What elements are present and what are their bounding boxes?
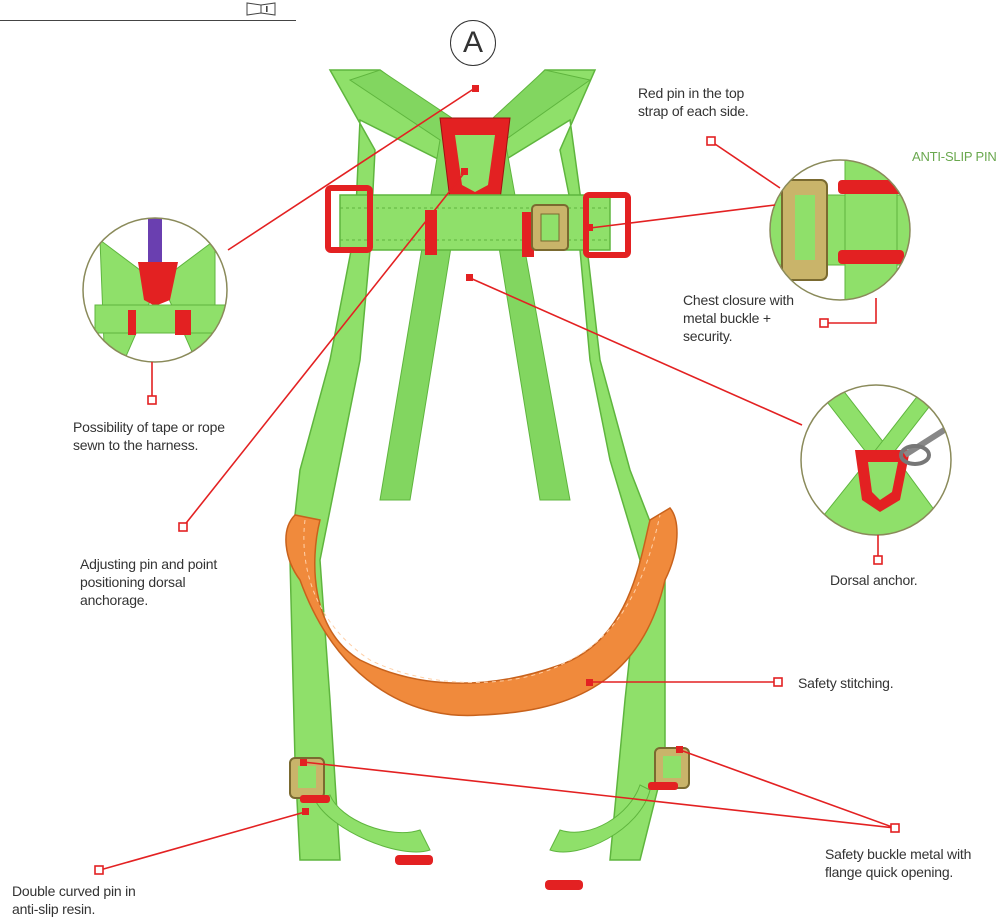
label-adjusting-pin: Adjusting pin and point positioning dors… — [80, 555, 217, 609]
label-tape-rope: Possibility of tape or rope sewn to the … — [73, 418, 225, 454]
label-double-pin: Double curved pin in anti-slip resin. — [12, 882, 136, 918]
label-chest-closure: Chest closure with metal buckle + securi… — [683, 291, 794, 345]
callout-line-chest — [590, 205, 775, 228]
orange-belt — [286, 508, 677, 716]
callout-line-red-pin — [712, 142, 780, 188]
detail-circle-dorsal — [800, 380, 960, 545]
label-safety-buckle: Safety buckle metal with flange quick op… — [825, 845, 971, 881]
label-anti-slip-pin: ANTI-SLIP PIN — [912, 148, 997, 166]
label-red-pin: Red pin in the top strap of each side. — [638, 84, 749, 120]
callout-line-double-pin — [100, 812, 305, 870]
chest-strap — [340, 195, 610, 250]
detail-circle-tape — [80, 210, 230, 370]
label-dorsal-anchor: Dorsal anchor. — [830, 571, 917, 589]
label-safety-stitching: Safety stitching. — [798, 674, 893, 692]
callout-line-chest-closure — [826, 298, 876, 323]
detail-circle-antislip — [770, 160, 910, 300]
